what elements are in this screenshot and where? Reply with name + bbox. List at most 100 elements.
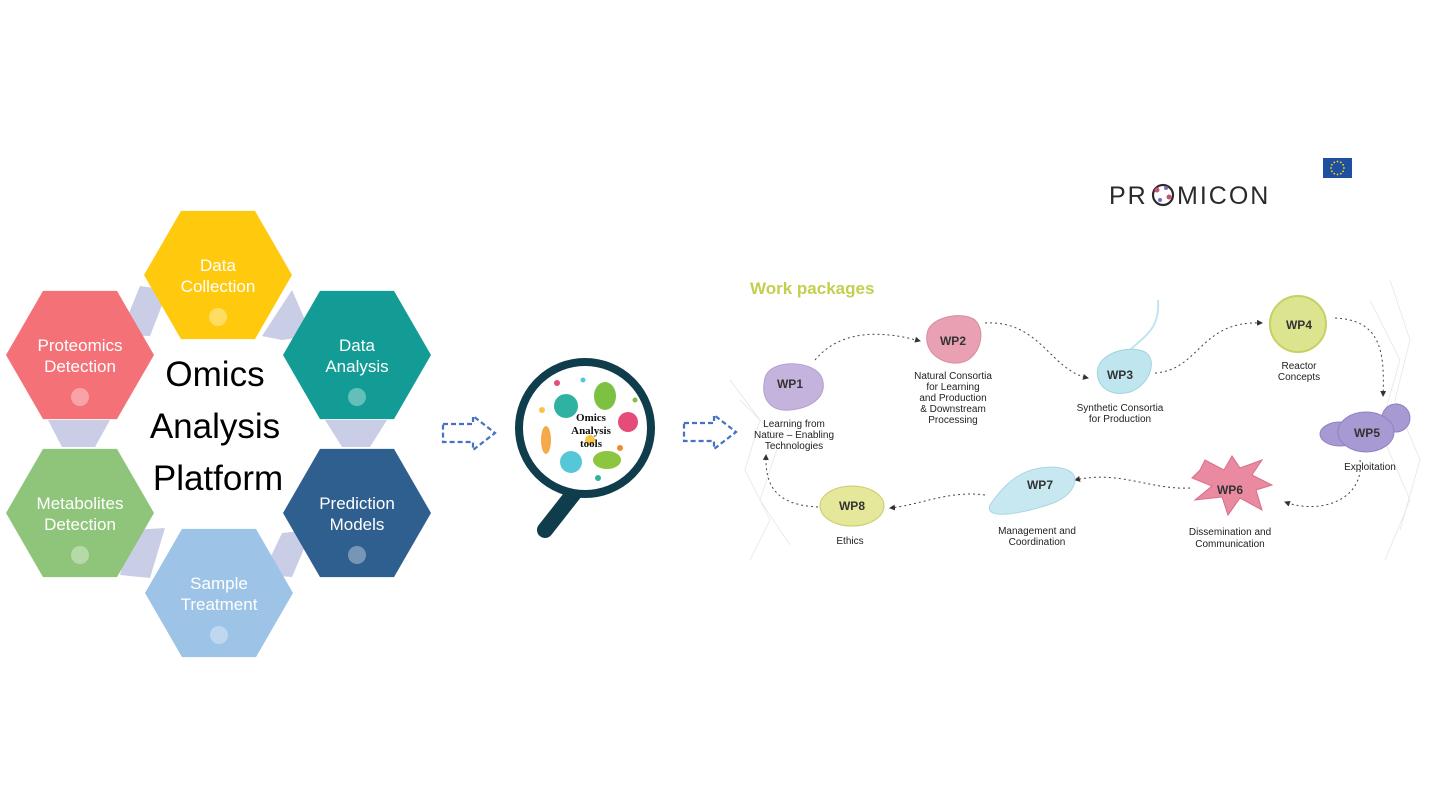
wp4-node: WP4 Reactor Concepts bbox=[1269, 295, 1327, 383]
eu-flag-icon bbox=[1323, 158, 1352, 178]
hexagon-label-line: Proteomics bbox=[37, 336, 122, 355]
logo-text-end: MICON bbox=[1177, 182, 1270, 210]
wp2-desc-2: for Learning bbox=[926, 382, 979, 393]
hexagon-shape bbox=[6, 448, 154, 578]
eu-star-icon bbox=[1333, 161, 1336, 164]
center-title-line-1: Omics bbox=[165, 355, 264, 394]
omics-platform-title: Omics Analysis Platform bbox=[150, 355, 283, 498]
logo-text-start: PR bbox=[1109, 182, 1148, 210]
work-packages-title: Work packages bbox=[750, 279, 874, 298]
wp6-node: WP6 Dissemination and Communication bbox=[1189, 455, 1274, 550]
wp4-desc-2: Concepts bbox=[1278, 372, 1320, 383]
wp7-desc-1: Management and bbox=[998, 526, 1076, 537]
wp3-label: WP3 bbox=[1107, 368, 1133, 382]
eu-star-icon bbox=[1336, 173, 1339, 176]
wp6-label: WP6 bbox=[1217, 483, 1243, 497]
hexagon-shape bbox=[6, 290, 154, 420]
eu-star-icon bbox=[1336, 160, 1339, 163]
wp2-node: WP2 Natural Consortia for Learning and P… bbox=[914, 315, 992, 426]
hex-connector bbox=[48, 420, 110, 447]
wp3-desc-2: for Production bbox=[1089, 414, 1151, 425]
hexagon-label-line: Sample bbox=[190, 574, 248, 593]
wp8-node: WP8 Ethics bbox=[819, 485, 885, 547]
hexagon-label-line: Data bbox=[200, 256, 236, 275]
omics-hexagon-ring: DataCollectionDataAnalysisPredictionMode… bbox=[6, 210, 431, 658]
hexagon-shape bbox=[144, 210, 292, 340]
hexagon-label-line: Metabolites bbox=[37, 494, 124, 513]
eu-star-icon bbox=[1339, 172, 1342, 175]
wp2-desc-4: & Downstream bbox=[920, 404, 986, 415]
logo-o-ring-icon bbox=[1151, 183, 1175, 207]
wp7-desc-2: Coordination bbox=[1009, 537, 1066, 548]
wp2-desc-5: Processing bbox=[928, 415, 977, 426]
magnifier-line-3: tools bbox=[580, 438, 603, 450]
eu-star-icon bbox=[1342, 163, 1344, 166]
magnifier-line-2: Analysis bbox=[571, 425, 611, 437]
wp6-desc-2: Communication bbox=[1195, 539, 1264, 550]
promicon-logo: PR MICON bbox=[1109, 182, 1270, 210]
center-title-line-2: Analysis bbox=[150, 407, 280, 446]
wp2-desc-1: Natural Consortia bbox=[914, 371, 992, 382]
wp1-desc-2: Nature – Enabling bbox=[754, 430, 834, 441]
hexagon-shape bbox=[145, 528, 293, 658]
eu-star-icon bbox=[1342, 170, 1344, 173]
hexagon-decor-icon bbox=[71, 388, 89, 406]
hexagon-shape bbox=[283, 448, 431, 578]
wp7-node: WP7 Management and Coordination bbox=[988, 466, 1076, 548]
eu-star-icon bbox=[1331, 163, 1333, 166]
hexagon-label-line: Treatment bbox=[181, 595, 258, 614]
flow-arrow-1 bbox=[441, 413, 497, 453]
wp8-desc-1: Ethics bbox=[836, 536, 863, 547]
wp5-label: WP5 bbox=[1354, 426, 1380, 440]
hexagon-label-line: Detection bbox=[44, 515, 116, 534]
hexagon-label-line: Collection bbox=[181, 277, 256, 296]
hexagon-label-line: Analysis bbox=[325, 357, 388, 376]
hexagon-label-line: Prediction bbox=[319, 494, 395, 513]
hexagon-label-line: Models bbox=[330, 515, 385, 534]
microbe-cluster bbox=[539, 377, 638, 481]
wp4-desc-1: Reactor bbox=[1281, 361, 1317, 372]
eu-star-icon bbox=[1343, 167, 1345, 169]
hexagon-shape bbox=[283, 290, 431, 420]
wp4-label: WP4 bbox=[1286, 318, 1312, 332]
hexagon-label-line: Detection bbox=[44, 357, 116, 376]
wp5-desc-1: Exploitation bbox=[1344, 462, 1396, 473]
dashed-arrow-icon bbox=[441, 413, 497, 453]
hexagon-decor-icon bbox=[348, 388, 366, 406]
wp2-desc-3: and Production bbox=[919, 393, 986, 404]
hexagon-label-line: Data bbox=[339, 336, 375, 355]
flow-arrow-2 bbox=[682, 412, 738, 452]
wp1-label: WP1 bbox=[777, 377, 803, 391]
eu-star-icon bbox=[1330, 167, 1332, 169]
eu-star-icon bbox=[1331, 170, 1333, 173]
wp2-label: WP2 bbox=[940, 334, 966, 348]
wp3-flagellum-icon bbox=[1127, 299, 1160, 353]
wp-flow-lines bbox=[762, 317, 1387, 511]
wp1-desc-3: Technologies bbox=[765, 441, 823, 452]
center-title-line-3: Platform bbox=[153, 459, 283, 498]
hexagon-decor-icon bbox=[348, 546, 366, 564]
magnifier-icon: Omics Analysis tools bbox=[515, 358, 655, 538]
wp6-desc-1: Dissemination and bbox=[1189, 527, 1271, 538]
eu-star-icon bbox=[1333, 172, 1336, 175]
hexagon-decor-icon bbox=[210, 626, 228, 644]
hexagon-decor-icon bbox=[71, 546, 89, 564]
hex-connector bbox=[325, 420, 387, 447]
eu-star-icon bbox=[1339, 161, 1342, 164]
dashed-arrow-icon bbox=[682, 412, 738, 452]
wp1-node: WP1 Learning from Nature – Enabling Tech… bbox=[754, 363, 834, 452]
wp7-label: WP7 bbox=[1027, 478, 1053, 492]
wp3-node: WP3 Synthetic Consortia for Production bbox=[1077, 348, 1164, 425]
wp5-node: WP5 Exploitation bbox=[1319, 403, 1411, 473]
wp3-desc-1: Synthetic Consortia bbox=[1077, 403, 1164, 414]
hexagon-decor-icon bbox=[209, 308, 227, 326]
magnifier-line-1: Omics bbox=[576, 412, 607, 424]
wp1-desc-1: Learning from bbox=[763, 419, 825, 430]
